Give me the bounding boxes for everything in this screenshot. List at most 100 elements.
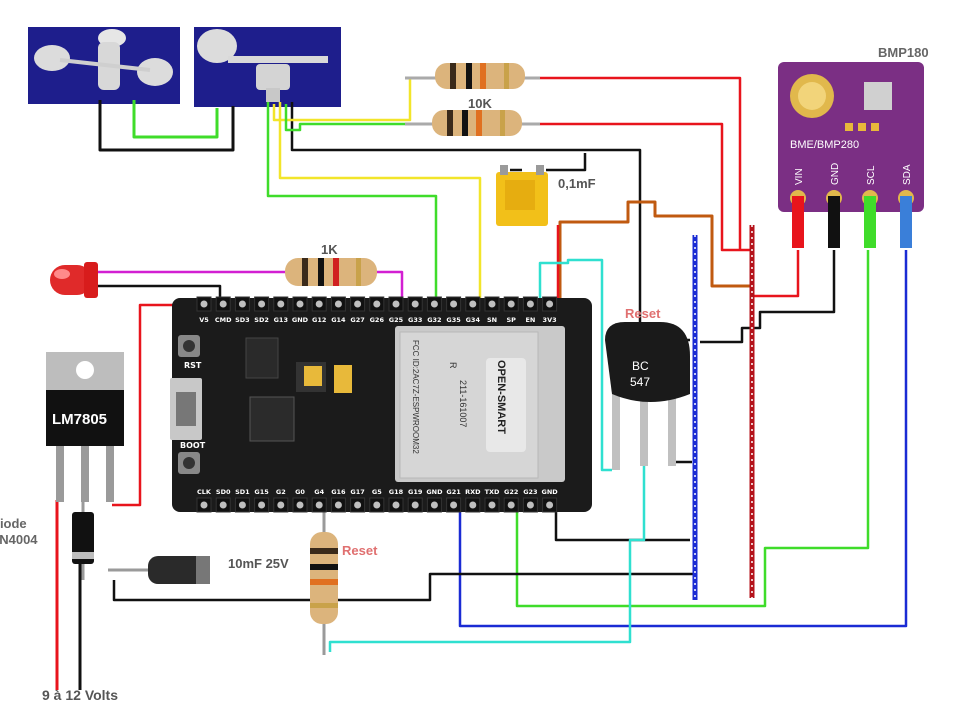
esp32-bottom-pin-label: G18 (389, 488, 404, 496)
esp32-bottom-pin-hole-0 (200, 501, 208, 509)
module-r-mark: R (448, 362, 458, 369)
esp32-bottom-pin-hole-11 (411, 501, 419, 509)
esp32-top-pin-hole-13 (450, 300, 458, 308)
esp32-top-pin-label: EN (525, 316, 535, 324)
module-id: 211-161007 (458, 380, 468, 427)
esp32-top-pin-hole-6 (315, 300, 323, 308)
esp32-bottom-pin-hole-9 (373, 501, 381, 509)
sensor-pin-wire (864, 196, 876, 248)
esp32-top-pin-label: SP (506, 316, 516, 324)
esp32-bottom-pin-label: CLK (197, 488, 212, 496)
esp32-bottom-pin-label: GND (542, 488, 559, 496)
sensor-pin-label: SDA (902, 164, 913, 185)
esp32-top-pin-hole-15 (488, 300, 496, 308)
diode-1n4004 (72, 500, 94, 580)
wires (55, 76, 908, 690)
esp32-top-pin-label: G25 (389, 316, 404, 324)
resistor-1k (285, 258, 377, 286)
capacitor-electrolytic (108, 556, 210, 584)
esp32-bottom-pin-hole-10 (392, 501, 400, 509)
resistor-10k-bottom (405, 110, 540, 136)
esp32-top-pin-hole-3 (258, 300, 266, 308)
resistor-10k-label: 10K (468, 96, 492, 111)
esp32-top-pin-label: G12 (312, 316, 326, 324)
esp32-bottom-pin-hole-2 (238, 501, 246, 509)
esp32-top-pin-label: G32 (427, 316, 441, 324)
module-brand: OPEN-SMART (495, 360, 507, 434)
led-red (50, 262, 98, 298)
esp32-top-pin-hole-2 (238, 300, 246, 308)
esp32-top-pin-hole-9 (373, 300, 381, 308)
power-supply-label: 9 à 12 Volts (42, 687, 118, 703)
esp32-bottom-pin-hole-5 (296, 501, 304, 509)
esp32-top-pin-label: V5 (199, 316, 209, 324)
esp32-top-pin-hole-7 (334, 300, 342, 308)
esp32-top-pin-label: SD2 (254, 316, 269, 324)
esp32-bottom-pin-label: G16 (331, 488, 346, 496)
esp32-top-pin-hole-5 (296, 300, 304, 308)
esp32-top-pin-label: G35 (446, 316, 461, 324)
esp32-bottom-pin-hole-18 (546, 501, 554, 509)
resistor-reset (310, 532, 338, 624)
capacitor-small-label: 0,1mF (558, 176, 596, 191)
esp32-top-pin-hole-0 (200, 300, 208, 308)
sensor-pin-label: VIN (794, 168, 805, 185)
esp32-top-pin-label: G14 (331, 316, 346, 324)
esp32-bottom-pin-label: G0 (295, 488, 305, 496)
sensor-pin-wire (828, 196, 840, 248)
esp32-bottom-pin-label: SD0 (216, 488, 231, 496)
esp32-top-pin-label: G13 (274, 316, 288, 324)
esp32-bottom-pin-label: G17 (350, 488, 364, 496)
esp32-top-pin-hole-10 (392, 300, 400, 308)
esp32-bottom-pin-hole-1 (219, 501, 227, 509)
rst-label: RST (184, 361, 202, 370)
resistor-reset-label: Reset (342, 543, 378, 558)
transistor-line2: 547 (630, 375, 650, 389)
bmp280-sensor: BMP180 BME/BMP280 VIN GND SCL SDA (778, 45, 929, 248)
esp32-bottom-pin-hole-4 (277, 501, 285, 509)
esp32-bottom-pin-label: G5 (372, 488, 382, 496)
esp32-bottom-pin-label: G15 (254, 488, 269, 496)
esp32-top-pin-hole-4 (277, 300, 285, 308)
esp32-top-pin-hole-8 (354, 300, 362, 308)
esp32-bottom-pin-label: G21 (446, 488, 461, 496)
transistor-reset-label: Reset (625, 306, 661, 321)
esp32-bottom-pin-hole-15 (488, 501, 496, 509)
sensor-title: BMP180 (878, 45, 929, 60)
esp32-top-pin-label: CMD (215, 316, 232, 324)
esp32-bottom-pin-label: SD1 (235, 488, 250, 496)
esp32-top-pin-hole-16 (507, 300, 515, 308)
esp32-top-pin-label: G27 (350, 316, 364, 324)
esp32-bottom-pin-hole-12 (430, 501, 438, 509)
esp32-bottom-pin-hole-6 (315, 501, 323, 509)
esp32-top-pin-hole-12 (430, 300, 438, 308)
esp32-top-pin-hole-17 (526, 300, 534, 308)
esp32-bottom-pin-label: G4 (314, 488, 324, 496)
sensor-pin-wire (900, 196, 912, 248)
boot-label: BOOT (180, 441, 206, 450)
esp32-bottom-pin-hole-8 (354, 501, 362, 509)
diode-label-line1: diode (0, 516, 27, 531)
diode-label-line2: 1N4004 (0, 532, 38, 547)
sensor-chip-label: BME/BMP280 (790, 139, 859, 151)
esp32-top-pin-label: SN (487, 316, 497, 324)
capacitor-small (496, 165, 548, 226)
esp32-bottom-pin-label: G23 (523, 488, 537, 496)
sensor-pin-label: GND (830, 163, 841, 185)
esp32-bottom-pin-label: RXD (465, 488, 481, 496)
sensor-pin-label: SCL (866, 165, 877, 185)
resistor-1k-label: 1K (321, 242, 338, 257)
esp32-top-pin-hole-1 (219, 300, 227, 308)
transistor-line1: BC (632, 359, 649, 373)
esp32-top-pin-label: GND (292, 316, 309, 324)
esp32-top-pin-label: G26 (370, 316, 385, 324)
esp32-top-pin-label: G33 (408, 316, 422, 324)
esp32-bottom-pin-hole-3 (258, 501, 266, 509)
esp32-top-pin-hole-14 (469, 300, 477, 308)
wind-vane-image (194, 27, 341, 107)
transistor-bc547: Reset BC 547 (605, 306, 690, 470)
esp32-top-pin-label: 3V3 (543, 316, 557, 324)
